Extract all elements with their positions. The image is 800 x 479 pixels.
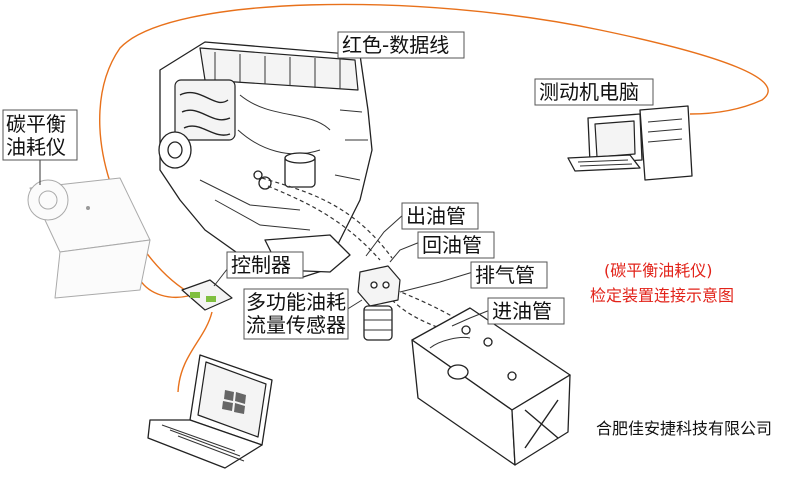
data-cable-line (99, 3, 769, 293)
engine-drawing (158, 41, 373, 279)
inlet-pipe-label: 进油管 (492, 299, 552, 323)
controller-laptop-cable (177, 311, 213, 393)
controller-module-drawing (181, 279, 233, 311)
laptop-icon (147, 354, 273, 469)
exhaust-pipe-label-box (470, 261, 548, 289)
carbon-balance-meter-drawing (27, 177, 151, 299)
caption-line2: 检定装置连接示意图 (590, 286, 734, 305)
leader-outlet (365, 213, 405, 257)
outlet-pipe-label: 出油管 (406, 204, 466, 228)
leader-exhaust (399, 271, 474, 293)
pc-label-box (534, 78, 654, 106)
sensor-label-line2: 流量传感器 (246, 313, 346, 337)
outlet-pipe-label-box (401, 202, 479, 230)
controller-label: 控制器 (231, 253, 291, 277)
fuel-line-tank-1 (391, 299, 469, 337)
sensor-label-box (243, 288, 349, 340)
fuel-line-tank-2 (395, 289, 487, 339)
meter-label-line1: 碳平衡 (6, 112, 66, 136)
leader-return (389, 241, 421, 263)
leader-controller (213, 267, 229, 287)
exhaust-pipe-label: 排气管 (475, 263, 535, 287)
desktop-computer-icon (567, 105, 693, 181)
meter-label-box (2, 109, 78, 161)
sensor-label-line1: 多功能油耗 (246, 290, 346, 314)
return-pipe-label: 回油管 (422, 233, 482, 257)
fuel-tank-drawing (411, 307, 571, 466)
meter-label-line2: 油耗仪 (6, 135, 66, 159)
flow-sensor-drawing (357, 265, 401, 341)
pc-label: 测动机电脑 (539, 80, 639, 104)
fuel-line-outlet (267, 185, 381, 261)
leader-sensor (345, 299, 363, 311)
data-cable-label: 红色-数据线 (342, 33, 449, 57)
leader-inlet (451, 309, 491, 327)
return-pipe-label-box (417, 231, 495, 259)
windows-logo-icon (222, 390, 246, 414)
controller-label-box (226, 251, 304, 279)
company-name: 合肥佳安捷科技有限公司 (596, 419, 772, 438)
meter-controller-cable (139, 279, 189, 298)
fuel-line-return (261, 177, 393, 259)
inlet-pipe-label-box (487, 297, 565, 325)
caption-line1: (碳平衡油耗仪) (604, 261, 713, 280)
data-cable-label-box (337, 31, 465, 59)
